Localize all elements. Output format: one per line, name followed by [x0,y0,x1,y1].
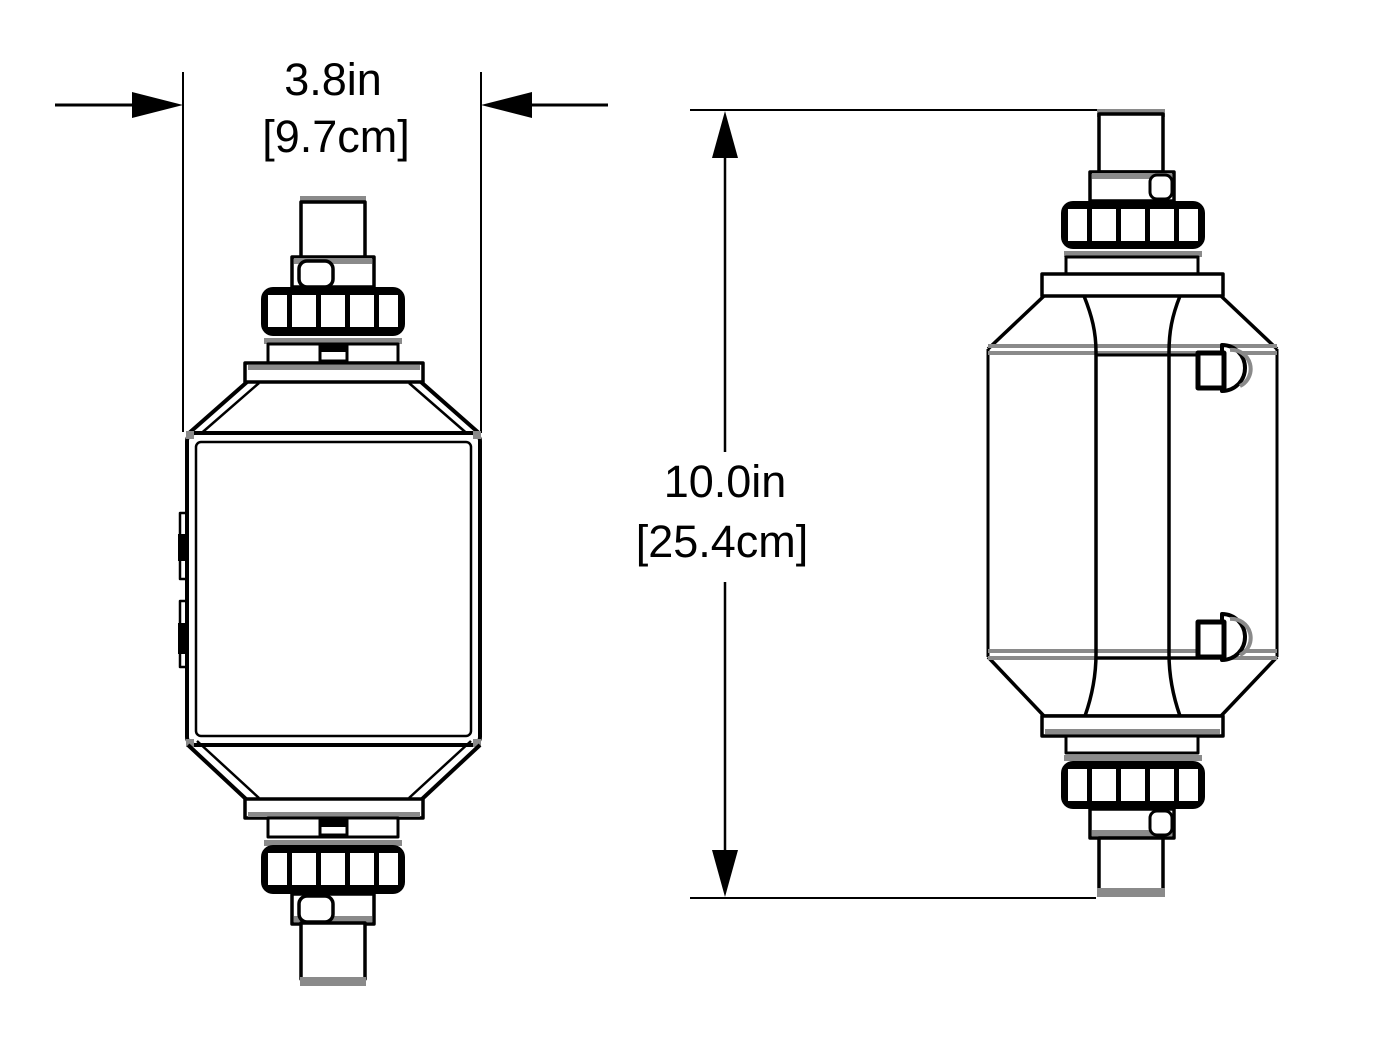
side-top-nut-slot [1150,209,1174,241]
side-clip-lower-d [1220,612,1247,662]
top-flange-shade [248,365,420,370]
side-top-nut-slot [1179,209,1198,241]
height-arrow-up-icon [712,111,738,158]
top-nut-slot [292,295,316,327]
side-bottom-port-cap [1097,888,1165,897]
side-top-fitting-shade [1092,173,1172,179]
side-clip-upper-shade [1229,347,1253,388]
side-body-chamfer-bl [986,655,1046,718]
side-bottom-fitting-shade [1092,830,1172,836]
body-corner-shade [186,739,194,747]
height-dimension-value: 10.0in [664,456,787,507]
width-dimension-metric: [9.7cm] [262,111,410,162]
body-corner-shade [473,739,481,747]
side-body-band-bottom [988,649,1277,653]
side-clip-lower-block [178,623,189,654]
bottom-shoulder-right-outer [419,743,482,802]
side-body-chamfer-tr [1219,294,1279,351]
side-body-rib-right [1167,295,1182,717]
side-bottom-nut-slot [1121,769,1145,801]
side-clip-lower-shade [1229,616,1253,657]
bottom-port-cap [300,977,366,986]
bottom-nut-slot [350,853,374,885]
width-dimension-value: 3.8in [284,54,382,105]
body-outline [185,431,482,747]
top-nut-slot [268,295,287,327]
side-view [986,109,1279,897]
top-nut-slot [350,295,374,327]
width-dimension: 3.8in [9.7cm] [55,54,608,433]
top-shoulder-right-inner [408,382,472,438]
side-bottom-collar [1064,734,1200,755]
side-bottom-nut-shade [1064,755,1202,761]
height-dimension-metric: [25.4cm] [636,516,809,567]
bottom-fitting-notch [297,894,335,924]
side-clip-lower-base [1195,619,1227,660]
top-shoulder-left-outer [186,380,249,436]
top-shoulder-right-outer [419,380,482,436]
top-shoulder-left-inner [196,382,260,438]
body-inner-line [194,440,473,738]
bottom-shoulder-left-inner [196,740,260,799]
width-arrow-right-icon [481,92,532,118]
height-arrow-down-icon [712,850,738,897]
side-bottom-nut-slot [1150,769,1174,801]
side-bottom-nut-slot [1068,769,1087,801]
bottom-nut-slot [379,853,398,885]
top-fitting-shade [294,258,372,264]
top-fitting-notch [297,259,335,289]
side-clip-upper-d [1220,343,1247,393]
top-port [299,200,367,260]
body-corner-shade [186,431,194,439]
side-bottom-port [1097,836,1165,896]
side-body-band-top [988,351,1277,355]
bottom-collar-tab-edge [320,820,347,827]
height-dimension: 10.0in [25.4cm] [636,109,1097,899]
bottom-nut-slot [321,853,345,885]
side-top-nut-shade [1064,251,1202,257]
side-clip-upper-base [1195,350,1227,391]
side-bottom-nut-slot [1179,769,1198,801]
side-body-chamfer-br [1219,655,1279,718]
top-collar-tab-edge [320,345,347,352]
front-view [178,196,482,986]
bottom-shoulder-right-inner [408,740,472,799]
side-body-chamfer-tl [986,294,1046,351]
bottom-shoulder-left-outer [186,743,249,802]
body-corner-shade [473,431,481,439]
bottom-nut-shade [264,840,402,846]
side-body-rib-left [1082,295,1098,717]
top-nut-shade [264,338,402,344]
side-bottom-flange-shade [1045,729,1220,734]
bottom-flange-shade [248,812,420,817]
side-top-nut-slot [1092,209,1116,241]
side-top-port [1097,112,1165,174]
bottom-port [299,921,367,981]
side-top-collar [1064,255,1200,276]
bottom-nut-slot [292,853,316,885]
side-top-nut-slot [1121,209,1145,241]
side-clip-upper-block [178,534,189,561]
side-bottom-fitting-tab [1148,809,1174,837]
side-body-band-top [988,344,1277,348]
side-top-flange [1040,272,1225,298]
width-arrow-left-icon [132,92,183,118]
top-nut-slot [379,295,398,327]
top-nut-slot [321,295,345,327]
side-top-nut-slot [1068,209,1087,241]
side-top-fitting-tab [1148,173,1174,201]
side-bottom-nut-slot [1092,769,1116,801]
bottom-nut-slot [268,853,287,885]
